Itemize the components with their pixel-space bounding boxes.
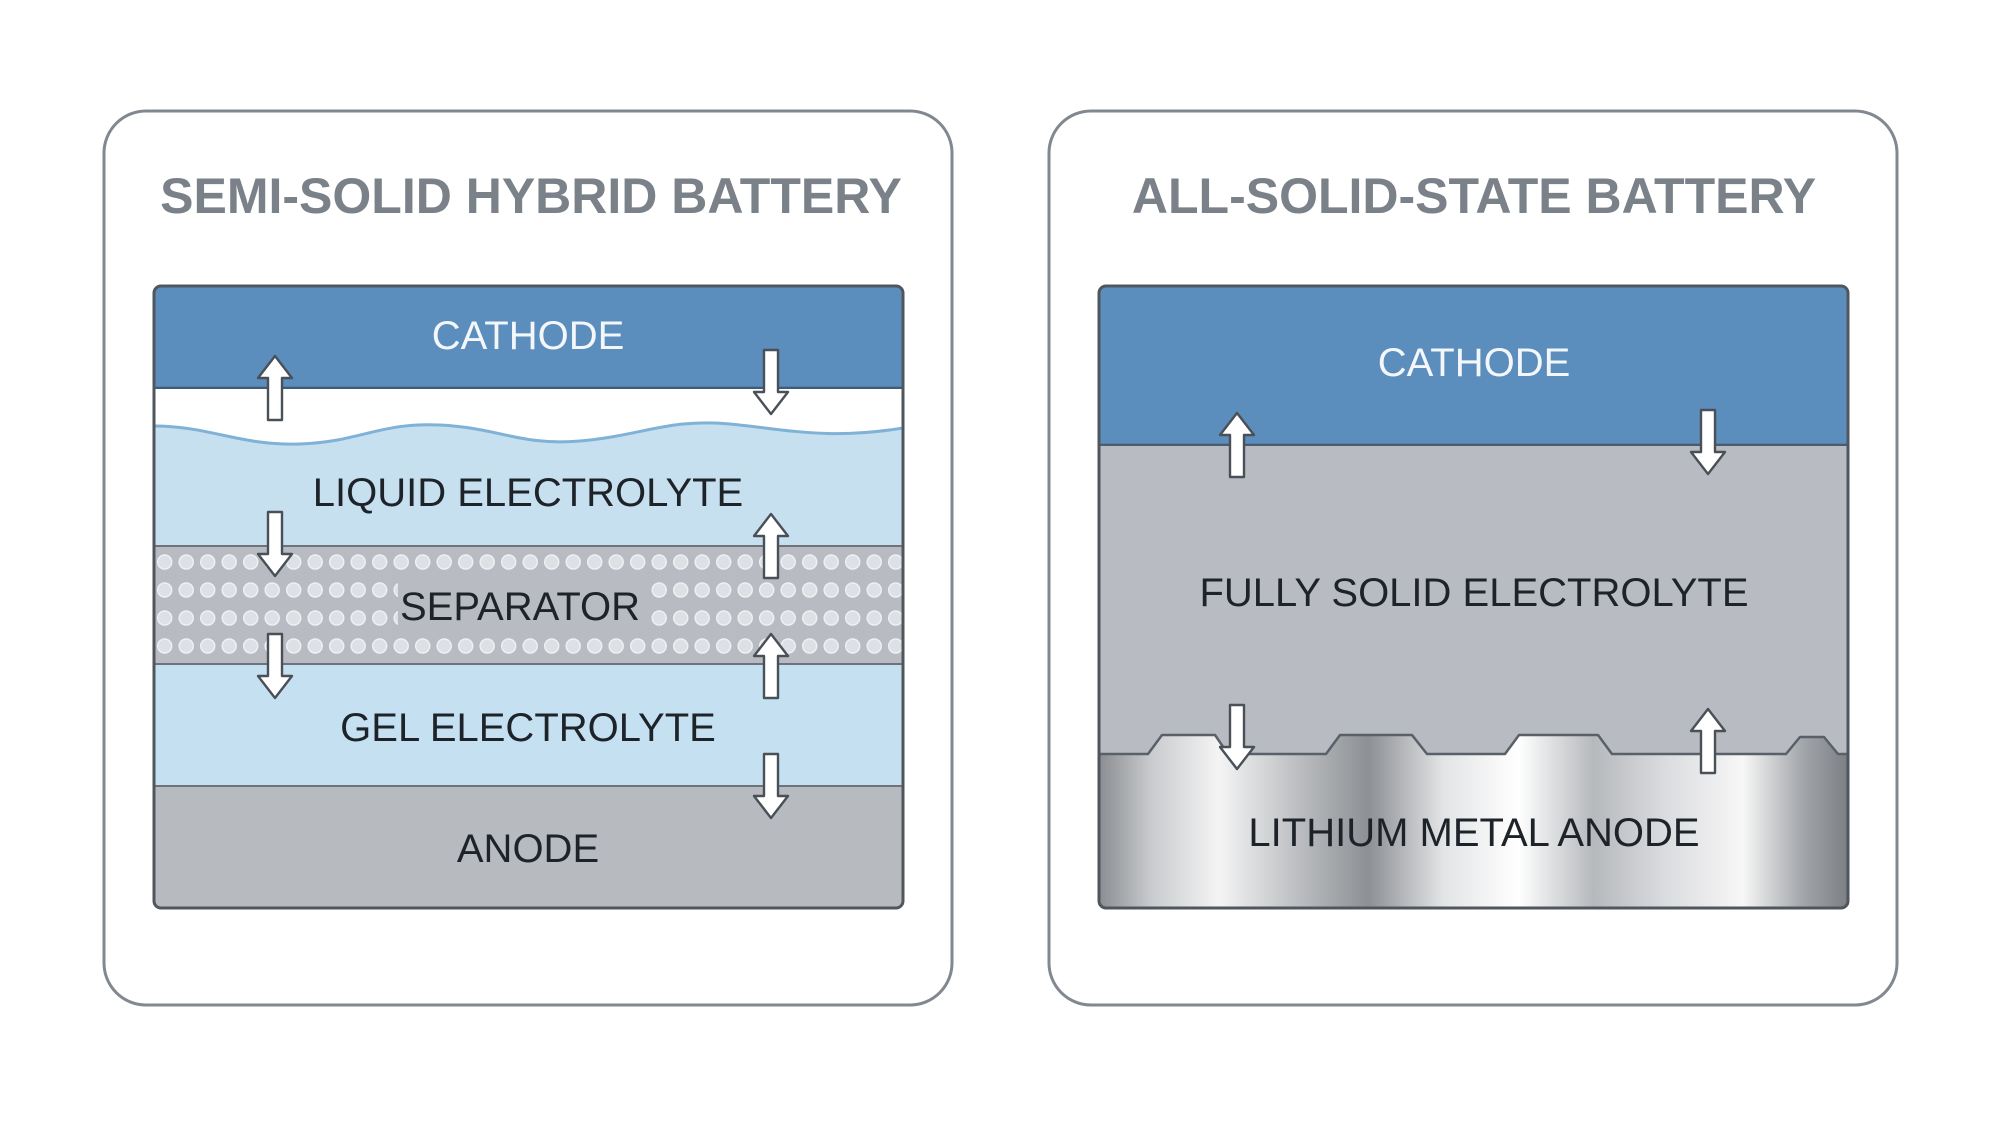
cathode-layer — [1099, 286, 1848, 445]
anode-label: LITHIUM METAL ANODE — [1248, 811, 1699, 855]
solid-electrolyte-label: FULLY SOLID ELECTROLYTE — [1199, 571, 1748, 615]
stack-border — [152, 284, 905, 910]
cathode-label: CATHODE — [432, 314, 625, 358]
solid-electrolyte-layer — [1099, 446, 1848, 754]
separator-label: SEPARATOR — [400, 585, 640, 629]
separator-label-backdrop — [398, 578, 648, 634]
panel-title: SEMI-SOLID HYBRID BATTERY — [160, 168, 902, 224]
layer-stack — [1099, 286, 1848, 908]
anode-label: ANODE — [457, 827, 599, 871]
stack-border — [1097, 284, 1850, 910]
liquid-electrolyte-label: LIQUID ELECTROLYTE — [313, 471, 743, 515]
liquid-electrolyte-layer — [154, 422, 903, 546]
gel-electrolyte-label: GEL ELECTROLYTE — [340, 706, 716, 750]
panel-title: ALL-SOLID-STATE BATTERY — [1132, 168, 1816, 224]
lithium-metal-anode-layer — [1099, 735, 1848, 908]
all-solid-state-panel: ALL-SOLID-STATE BATTERY CATHODE FULLY SO… — [1047, 109, 1899, 1007]
semi-solid-panel: SEMI-SOLID HYBRID BATTERY CATHODE LIQUID… — [102, 109, 954, 1007]
cathode-label: CATHODE — [1378, 341, 1571, 385]
